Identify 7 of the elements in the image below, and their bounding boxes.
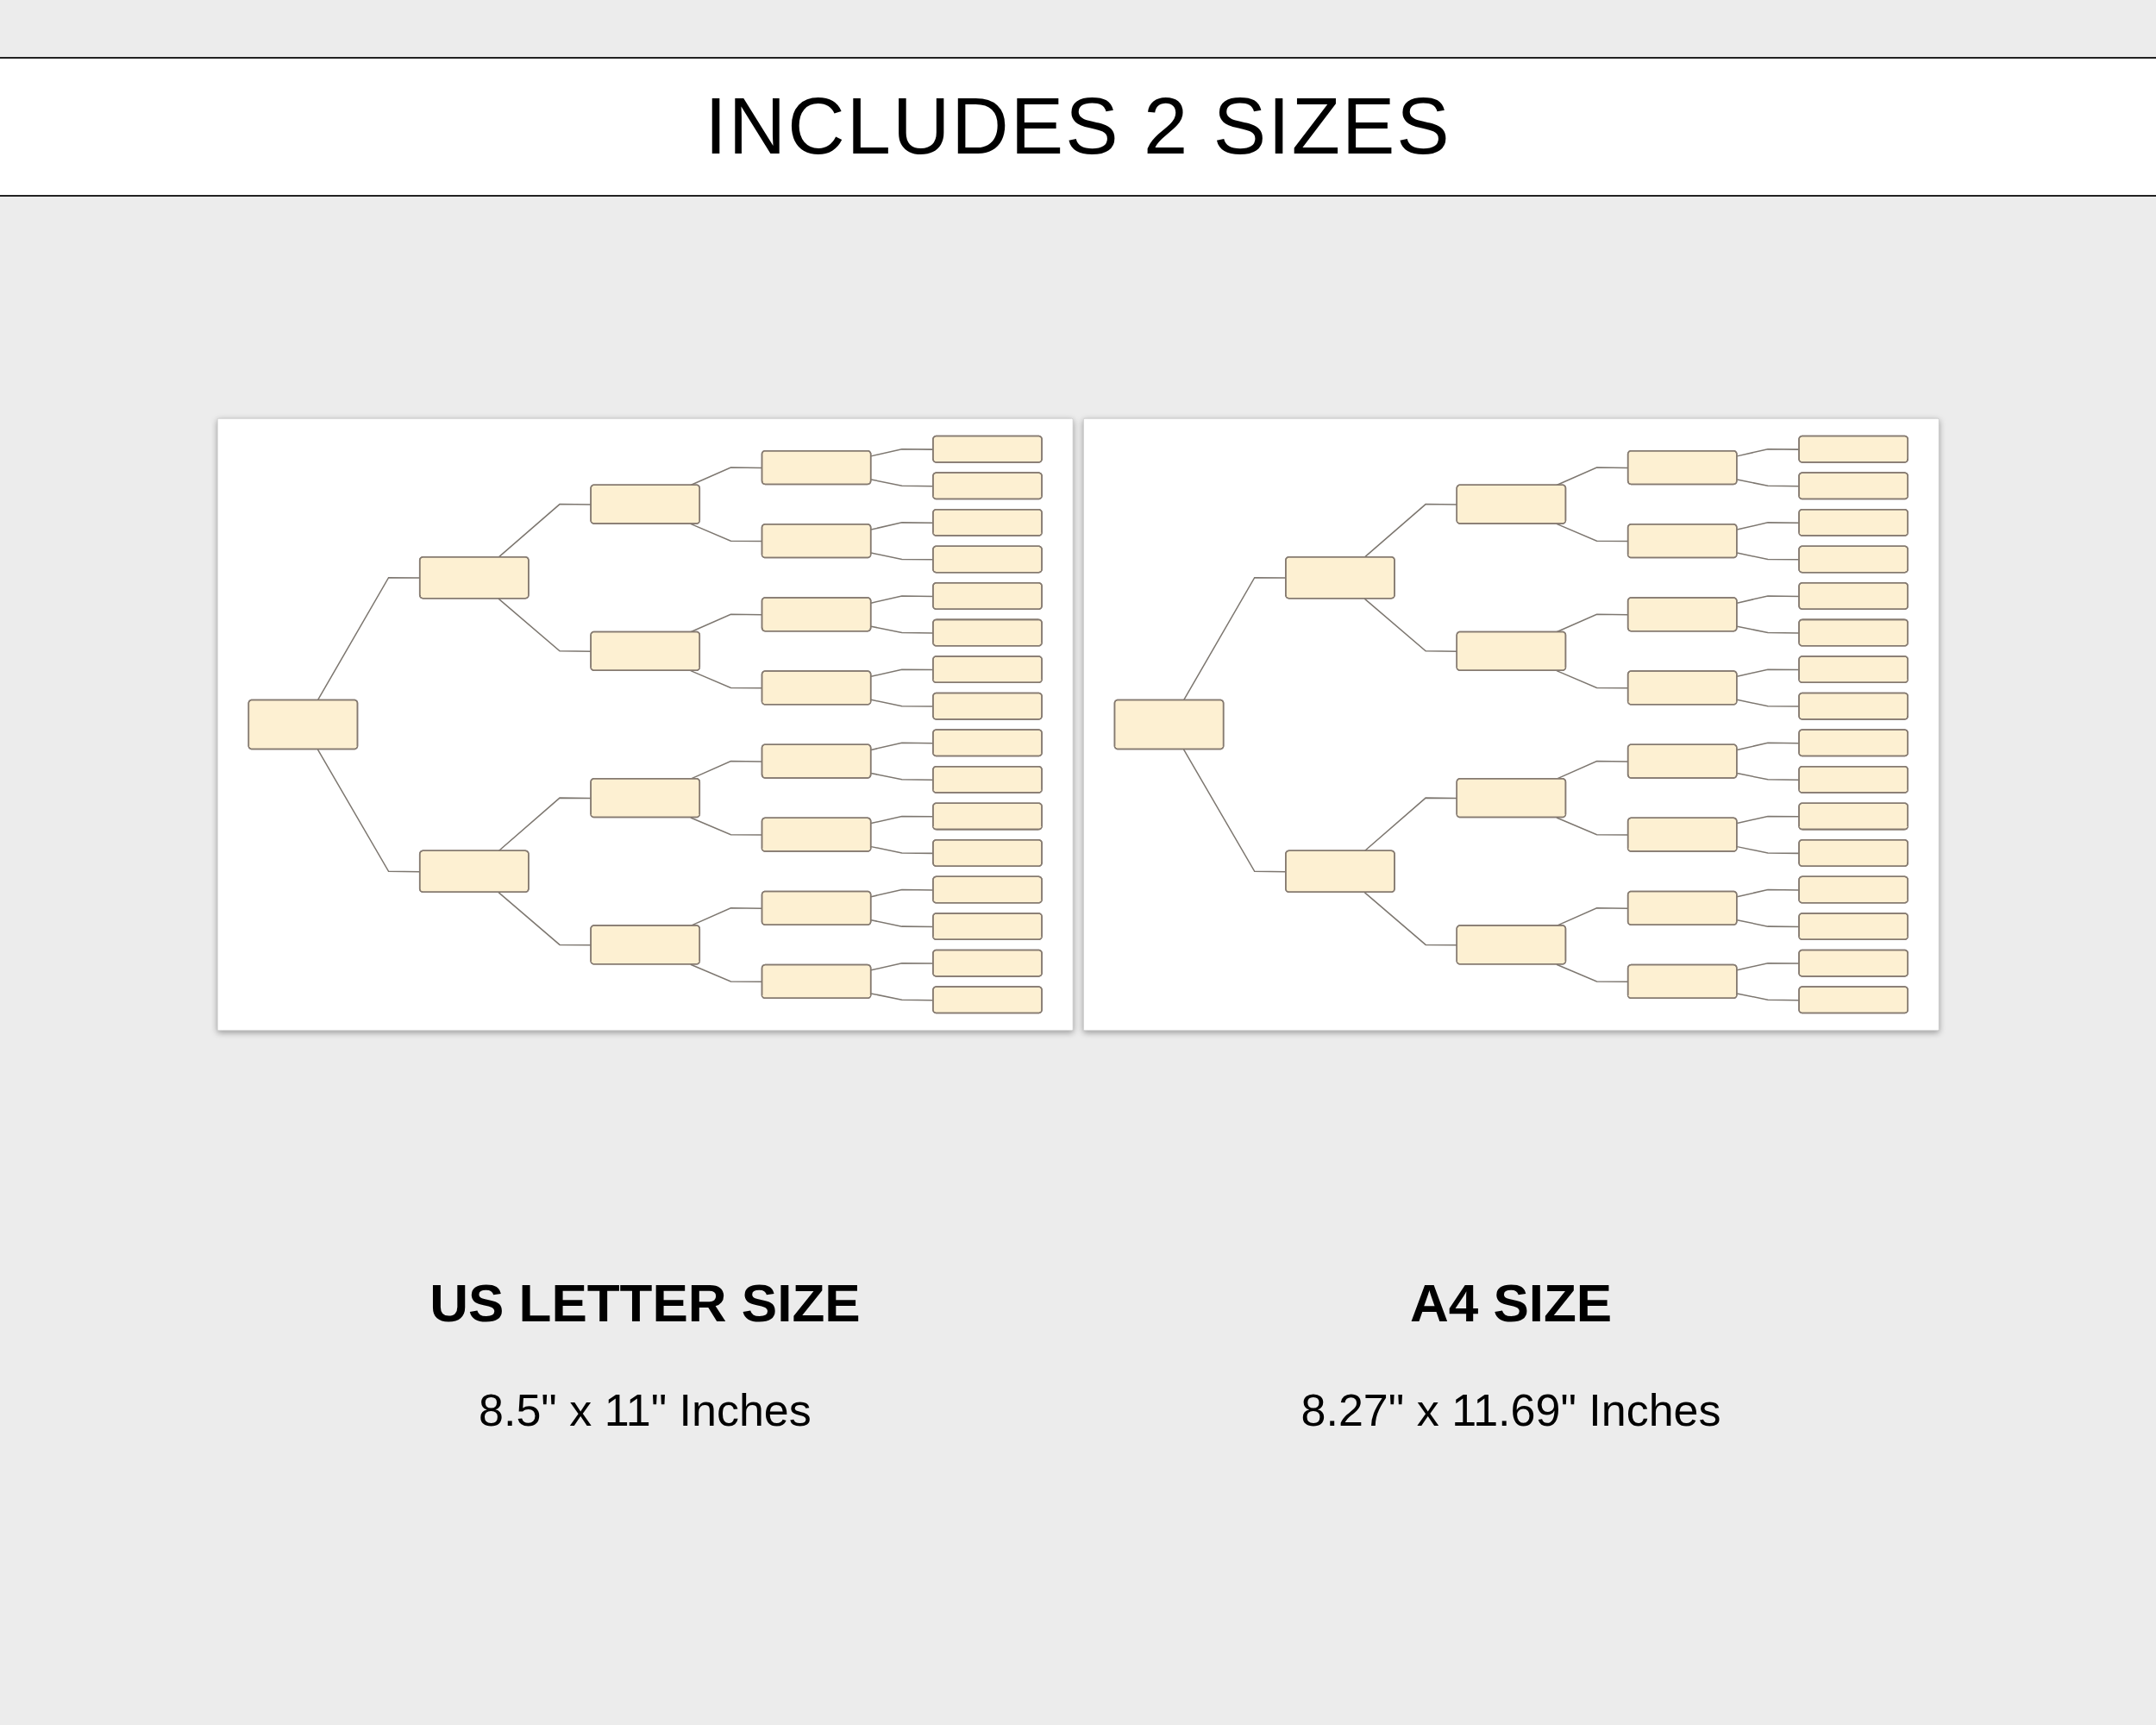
size-caption: US LETTER SIZE — [429, 1271, 861, 1333]
dimensions-text: 8.27" x 11.69" Inches — [1300, 1383, 1721, 1436]
title: INCLUDES 2 SIZES — [705, 83, 1451, 171]
cluster — [216, 417, 1074, 1032]
size-caption: A4 SIZE — [1409, 1271, 1613, 1333]
dimensions-text: 8.5" x 11" Inches — [479, 1383, 812, 1436]
cluster — [1082, 417, 1940, 1032]
